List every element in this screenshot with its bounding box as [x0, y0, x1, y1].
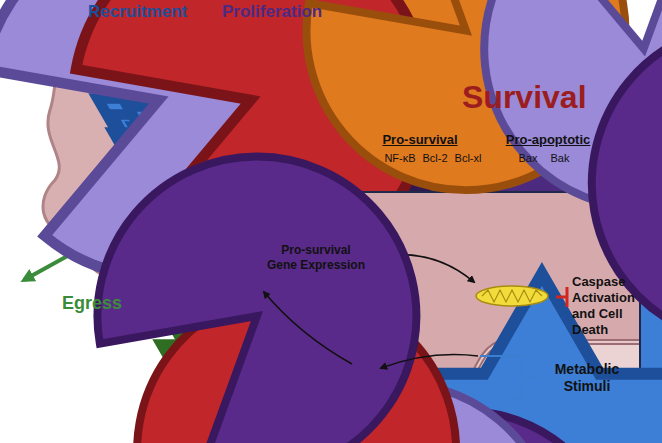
legend-label: Bax: [508, 152, 548, 164]
legend-label-holder: Bax: [508, 152, 548, 164]
legend-label-holder: Bcl-xl: [448, 152, 488, 164]
title: Survival: [462, 78, 587, 116]
node-text: Pro-survival Gene Expression: [266, 243, 366, 273]
translocation-arrow: [264, 292, 352, 364]
process-label-holder: Egress: [62, 293, 122, 314]
stimulus-label-holder: Metabolic Stimuli: [540, 361, 634, 395]
mitochondrion: [476, 286, 548, 306]
bcl2-family-proteins: [49, 0, 662, 443]
stimuli-bracket: [480, 356, 522, 398]
process-label: Recruitment: [88, 2, 187, 22]
group-heading: Pro-survival: [372, 132, 468, 147]
inhibition-bar: [566, 287, 569, 307]
process-label-holder: Proliferation: [222, 2, 322, 22]
group-heading-holder: Pro-apoptotic: [494, 132, 602, 147]
process-label-holder: Recruitment: [88, 2, 187, 22]
legend-label-holder: Bak: [540, 152, 580, 164]
legend-label: Bcl-xl: [448, 152, 488, 164]
stimulus-label: Metabolic Stimuli: [540, 361, 634, 395]
title-holder: Survival: [462, 78, 587, 116]
group-heading: Pro-apoptotic: [494, 132, 602, 147]
outcome-label: Caspase Activation and Cell Death: [572, 274, 638, 338]
legend-label-holder: NF-κB: [380, 152, 420, 164]
mitochondrion-cristae: [482, 290, 542, 302]
group-heading-holder: Pro-survival: [372, 132, 468, 147]
stimuli-bracket-stub: [522, 376, 538, 378]
legend-label: Bak: [540, 152, 580, 164]
activation-arrow: [381, 355, 478, 369]
legend-label-holder: Bcl-2: [415, 152, 455, 164]
gene-expression-node: Pro-survival Gene Expression: [266, 242, 366, 276]
legend-label: NF-κB: [380, 152, 420, 164]
outcome-label-holder: Caspase Activation and Cell Death: [572, 274, 638, 338]
legend-label: Bcl-2: [415, 152, 455, 164]
inhibition-line: [556, 296, 567, 299]
process-label: Egress: [62, 293, 122, 314]
process-label: Proliferation: [222, 2, 322, 22]
